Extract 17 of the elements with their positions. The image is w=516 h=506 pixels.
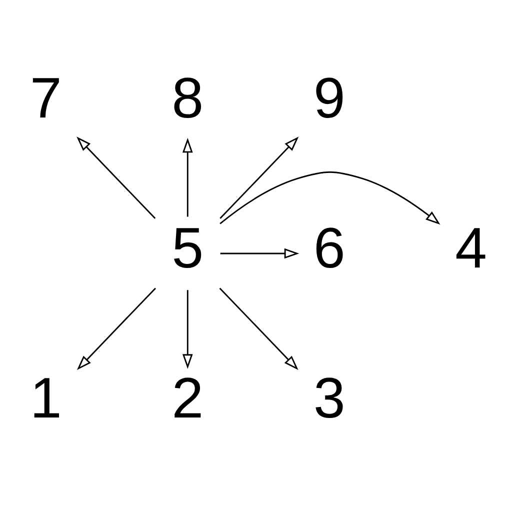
node-text: 7 xyxy=(30,66,62,130)
node-text: 9 xyxy=(312,66,345,130)
arrow xyxy=(182,290,192,368)
node-text: 4 xyxy=(454,216,486,280)
arrow xyxy=(220,248,299,258)
arrow xyxy=(182,137,192,216)
arrow xyxy=(218,287,298,370)
node-text: 6 xyxy=(312,216,345,280)
arrow xyxy=(76,287,156,370)
arrow xyxy=(76,136,156,218)
node-text: 5 xyxy=(171,216,204,280)
arrow xyxy=(219,136,298,218)
node-text: 3 xyxy=(312,366,345,430)
node-text: 1 xyxy=(30,366,62,430)
arrow xyxy=(219,170,440,224)
node-text: 8 xyxy=(171,66,204,130)
node-text: 2 xyxy=(171,366,204,430)
